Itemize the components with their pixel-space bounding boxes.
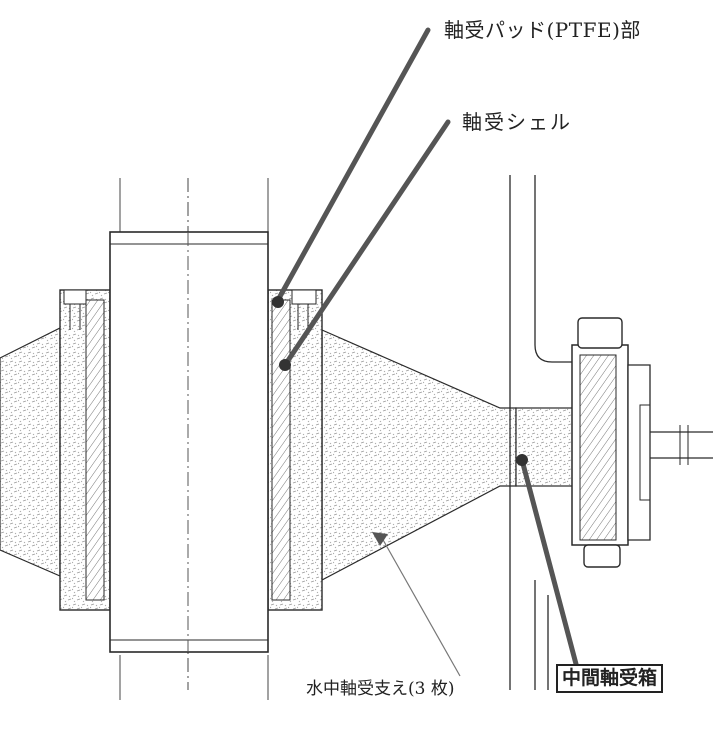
leader-dots bbox=[272, 296, 528, 466]
intermediate-bearing-box-body bbox=[515, 317, 713, 568]
label-bearing-pad: 軸受パッド(PTFE)部 bbox=[444, 18, 641, 42]
label-bearing-shell: 軸受シェル bbox=[462, 110, 572, 134]
label-underwater-bearing-support: 水中軸受支え(3 枚) bbox=[306, 679, 455, 699]
support-leader-arrow bbox=[372, 532, 388, 546]
shaft bbox=[109, 231, 269, 653]
support-leader-line bbox=[381, 537, 461, 677]
label-intermediate-bearing-box: 中間軸受箱 bbox=[556, 664, 664, 693]
left-bearing-housing bbox=[59, 289, 111, 611]
right-bearing-housing bbox=[267, 289, 323, 611]
left-support-fin bbox=[0, 327, 61, 577]
right-support-fin bbox=[321, 329, 517, 581]
leader-lines bbox=[275, 27, 579, 667]
wall-plate bbox=[509, 175, 572, 690]
